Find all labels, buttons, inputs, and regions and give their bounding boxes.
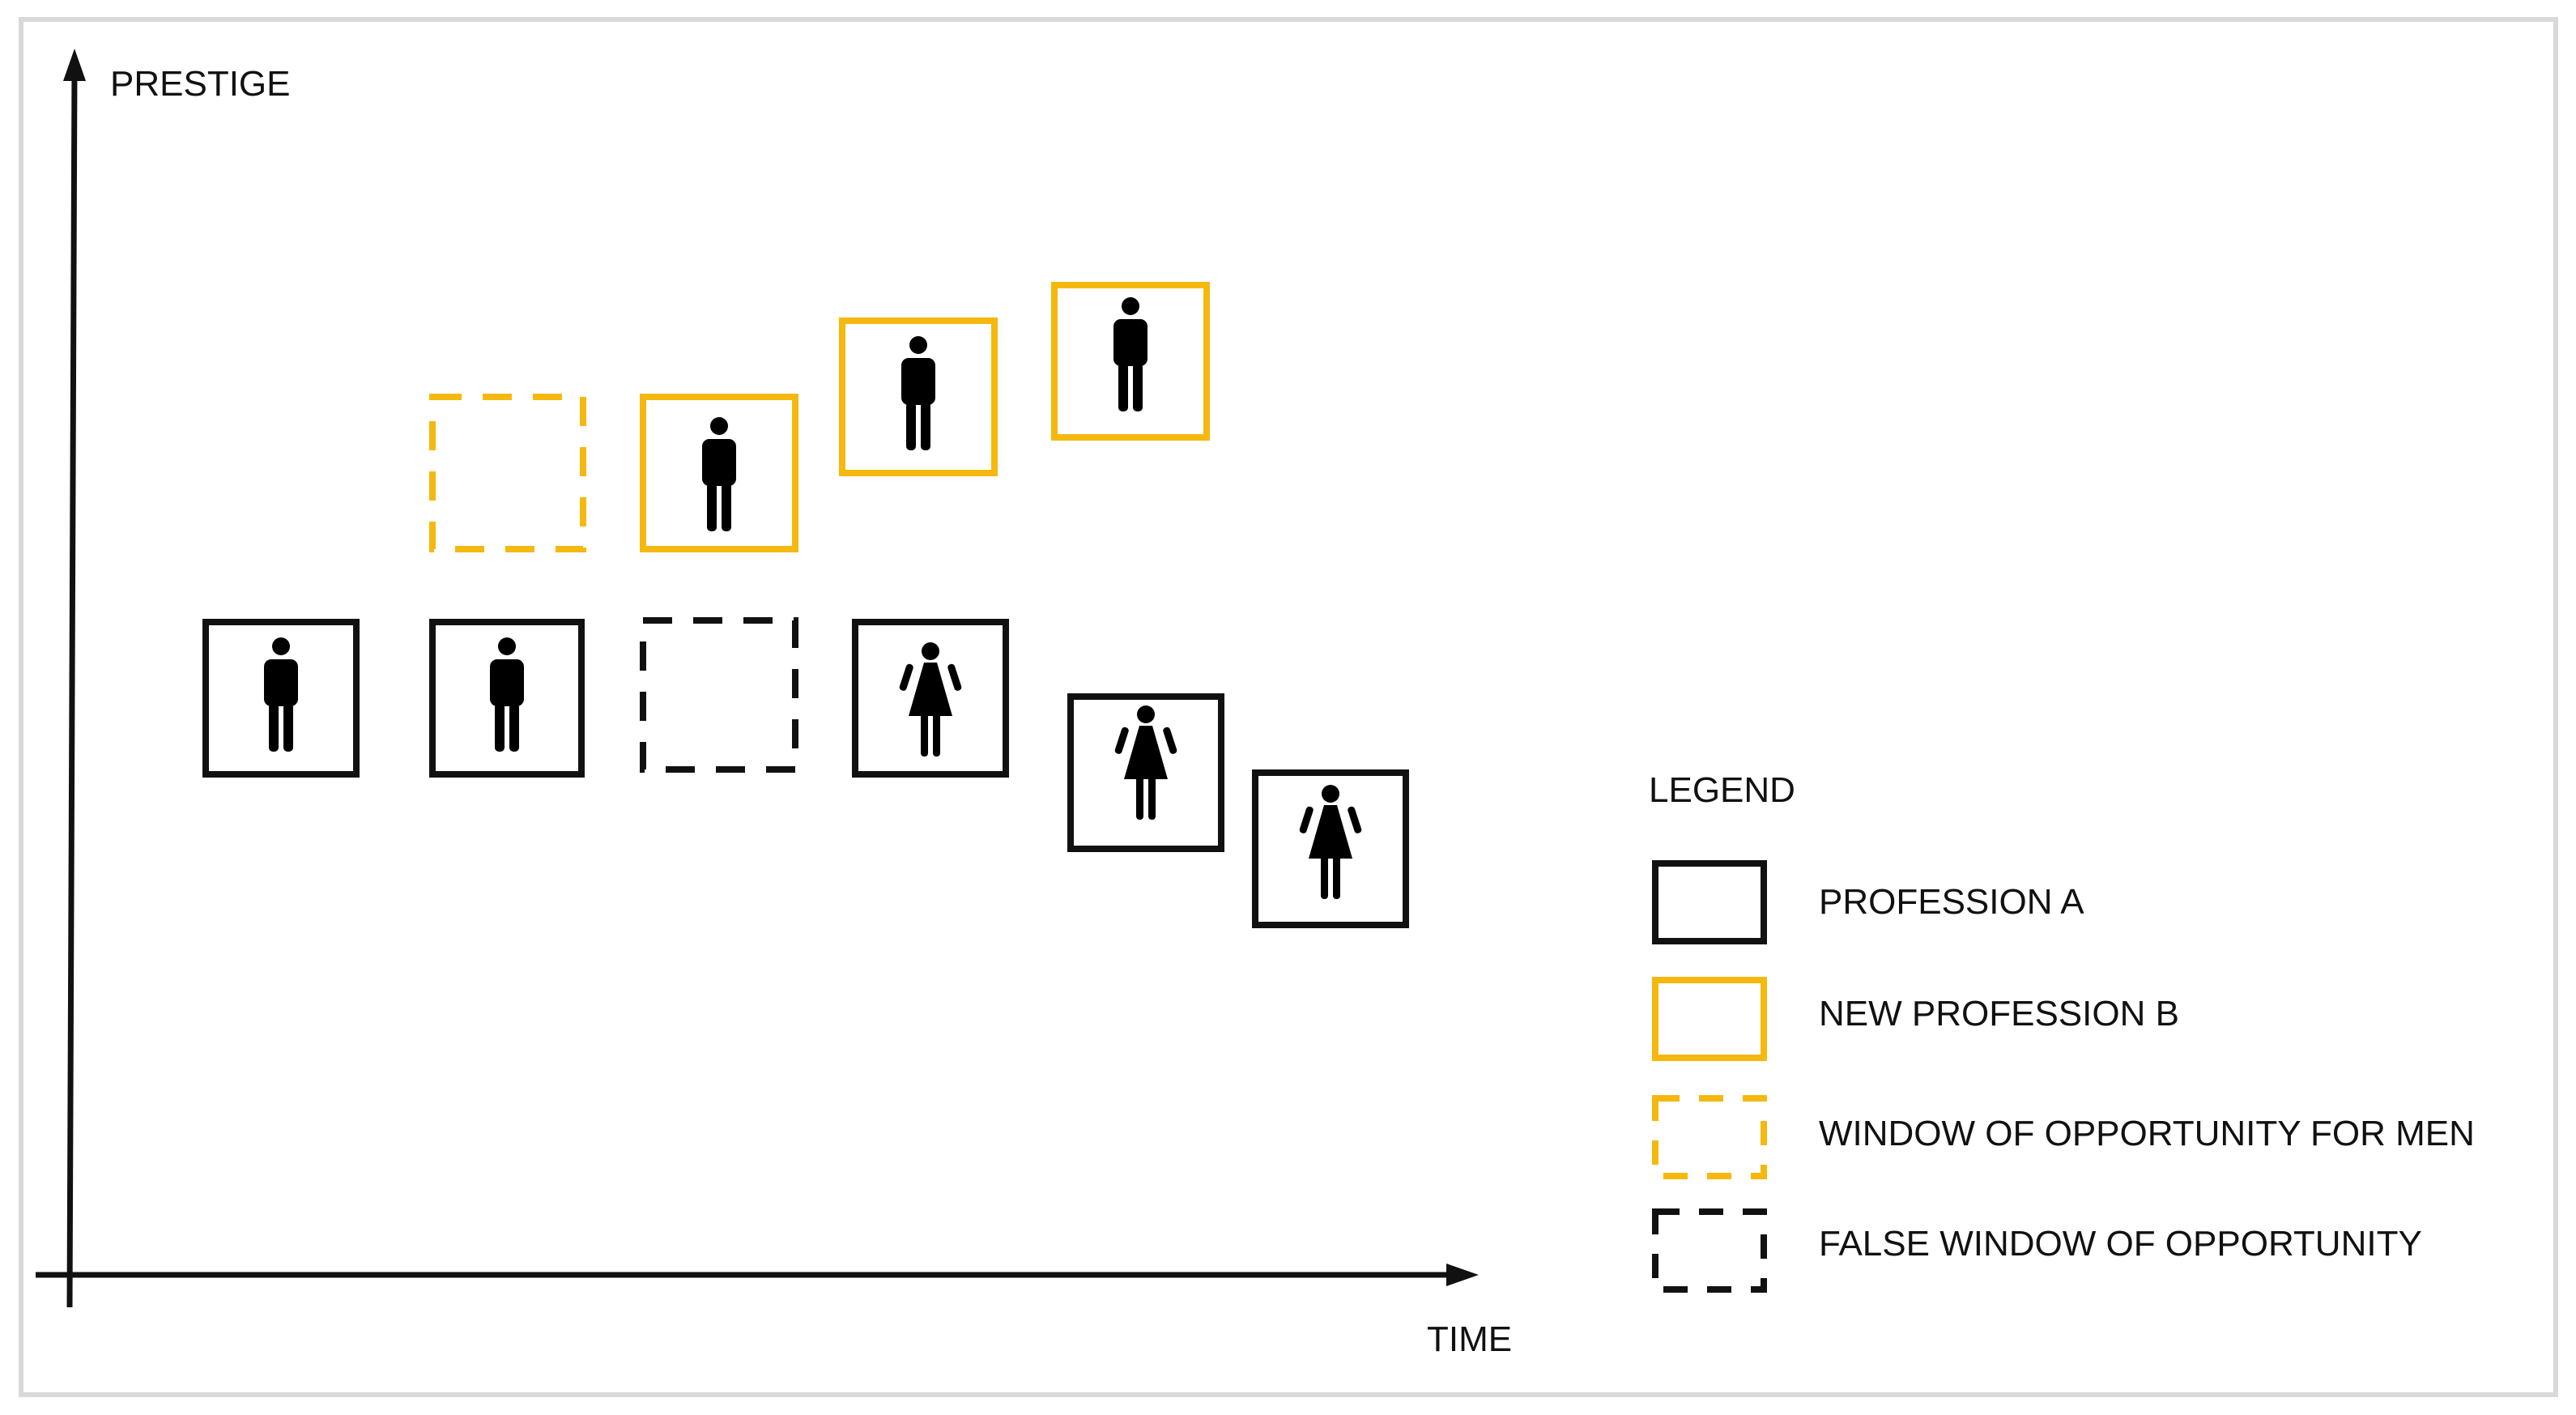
legend-swatch-dashed-black <box>1652 1208 1767 1293</box>
legend-label: PROFESSION A <box>1819 882 2084 922</box>
man-icon <box>264 637 298 752</box>
box-new-profession-b-man-2 <box>839 318 998 476</box>
box-profession-a-man-2 <box>429 619 585 778</box>
figure-frame <box>19 17 2558 1397</box>
legend-label: NEW PROFESSION B <box>1819 994 2179 1034</box>
box-frame <box>1067 693 1224 852</box>
x-axis-label: TIME <box>1427 1319 1512 1359</box>
woman-icon <box>1113 705 1178 820</box>
legend-swatch-dashed-yellow <box>1652 1095 1767 1179</box>
legend-swatch-solid-yellow <box>1652 977 1767 1061</box>
man-icon <box>901 336 935 450</box>
legend-swatch-solid-black <box>1652 860 1767 944</box>
box-frame <box>640 617 798 773</box>
legend-title: LEGEND <box>1649 770 1795 810</box>
box-new-profession-b-man-3 <box>1051 282 1210 441</box>
legend-label: WINDOW OF OPPORTUNITY FOR MEN <box>1819 1114 2475 1153</box>
legend: LEGEND PROFESSION A NEW PROFESSION B WIN… <box>1649 770 2475 1293</box>
box-frame <box>839 318 998 476</box>
legend-item-false-window: FALSE WINDOW OF OPPORTUNITY <box>1652 1208 2422 1293</box>
legend-item-new-profession-b: NEW PROFESSION B <box>1652 977 2179 1061</box>
legend-label: FALSE WINDOW OF OPPORTUNITY <box>1819 1224 2422 1264</box>
woman-icon <box>1298 785 1363 899</box>
box-profession-a-woman-1 <box>852 619 1009 778</box>
y-axis-label: PRESTIGE <box>110 64 291 104</box>
box-profession-a-woman-2 <box>1067 693 1224 852</box>
man-icon <box>702 417 736 531</box>
y-axis <box>66 67 78 1308</box>
box-frame <box>202 619 360 778</box>
box-profession-a-woman-3 <box>1252 769 1409 928</box>
boxes-group <box>202 282 1409 928</box>
box-frame <box>1252 769 1409 928</box>
box-frame <box>429 619 585 778</box>
woman-icon <box>898 642 963 757</box>
box-frame <box>429 394 586 552</box>
box-profession-a-man-1 <box>202 619 360 778</box>
man-icon <box>490 637 524 752</box>
box-frame <box>1051 282 1210 441</box>
y-axis-arrowhead <box>63 49 86 81</box>
box-window-men <box>429 394 586 552</box>
box-frame <box>640 394 798 552</box>
box-frame <box>852 619 1009 778</box>
x-axis-arrowhead <box>1446 1264 1479 1286</box>
legend-item-profession-a: PROFESSION A <box>1652 860 2084 944</box>
axes: PRESTIGE TIME <box>36 49 1512 1359</box>
legend-item-window-men: WINDOW OF OPPORTUNITY FOR MEN <box>1652 1095 2475 1179</box>
box-new-profession-b-man-1 <box>640 394 798 552</box>
man-icon <box>1113 297 1147 411</box>
box-false-window <box>640 617 798 773</box>
